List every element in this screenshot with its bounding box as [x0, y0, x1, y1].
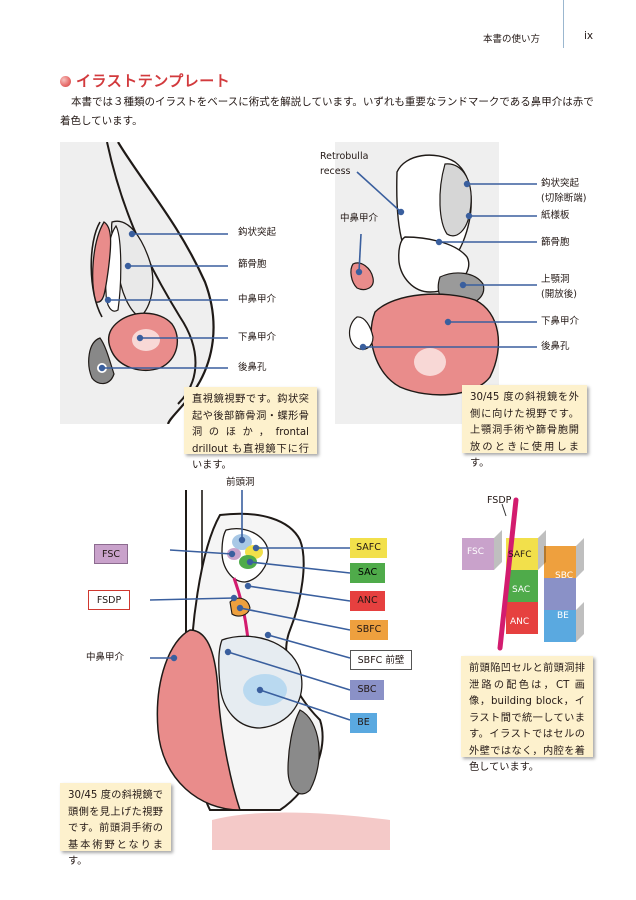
intro-paragraph: 本書では３種類のイラストをベースに術式を解説しています。いずれも重要なランドマー… [60, 96, 594, 127]
fig2-label-maxillary-sub: (開放後) [541, 289, 577, 300]
fig4-label-be: BE [557, 611, 569, 621]
fig1-illustration [88, 142, 314, 424]
fig2-label-retrobulla-2: recess [320, 166, 351, 177]
fig2-label-ethmoid: 篩骨胞 [541, 237, 570, 248]
fig4-caption: 前頭陥凹セルと前頭洞排泄路の配色は，CT 画像，building block，イ… [461, 656, 593, 773]
fig3-box-sbfc-front: SBFC 前壁 [350, 650, 412, 670]
fig3-label-frontal-sinus: 前頭洞 [226, 477, 255, 488]
page-number: ix [584, 30, 594, 42]
fig1-label-ethmoid: 篩骨胞 [238, 259, 267, 270]
fig4-label-sbc: SBC [555, 571, 574, 581]
fig2-label-retrobulla-1: Retrobulla [320, 151, 369, 162]
fig1-label-middle-turbinate: 中鼻甲介 [238, 294, 277, 305]
fig1-label-uncinate: 鈎状突起 [238, 227, 277, 238]
fig3-label-middle-turbinate: 中鼻甲介 [86, 652, 125, 663]
fig3-box-fsc: FSC [94, 544, 128, 564]
fig4-label-anc: ANC [510, 617, 530, 627]
fig3-box-be: BE [350, 713, 377, 733]
fig4-label-safc: SAFC [508, 550, 532, 560]
section-title: イラストテンプレート [76, 72, 231, 90]
fig2-label-middle-turbinate: 中鼻甲介 [340, 213, 379, 224]
fig1-caption: 直視鏡視野です。鈎状突起や後部篩骨洞・蝶形骨洞のほか，frontal drill… [184, 387, 317, 471]
fig2-illustration [348, 154, 537, 396]
section-bullet-icon [60, 76, 71, 87]
fig2-label-maxillary: 上顎洞 [541, 274, 570, 285]
fig2-label-uncinate-sub: (切除断端) [541, 193, 587, 204]
fig3-box-anc: ANC [350, 591, 385, 611]
fig2-label-lamina: 紙様板 [541, 210, 570, 221]
fig2-label-inferior-turbinate: 下鼻甲介 [541, 316, 580, 327]
header-rule [563, 0, 564, 48]
fig3-box-fsdp: FSDP [88, 590, 130, 610]
fig4-building-blocks [462, 497, 584, 651]
fig2-label-uncinate: 鈎状突起 [541, 178, 580, 189]
fig3-box-sbc: SBC [350, 680, 384, 700]
fig4-label-sbfc: SBFC [553, 538, 577, 548]
fig4-label-fsdp: FSDP [487, 495, 512, 506]
running-header: 本書の使い方 [482, 34, 540, 45]
fig3-box-sac: SAC [350, 563, 385, 583]
fig4-label-fsc: FSC [467, 547, 485, 557]
fig3-box-sbfc: SBFC [350, 620, 388, 640]
fig3-caption: 30/45 度の斜視鏡で頭側を見上げた視野です。前頭洞手術の基本術野となります。 [60, 783, 171, 867]
fig1-label-inferior-turbinate: 下鼻甲介 [238, 332, 277, 343]
fig4-label-sac: SAC [512, 585, 531, 595]
fig2-caption: 30/45 度の斜視鏡を外側に向けた視野です。上顎洞手術や篩骨胞開放のときに使用… [462, 385, 587, 469]
fig3-box-safc: SAFC [350, 538, 387, 558]
fig2-label-choana: 後鼻孔 [541, 341, 570, 352]
fig1-label-choana: 後鼻孔 [238, 362, 267, 373]
